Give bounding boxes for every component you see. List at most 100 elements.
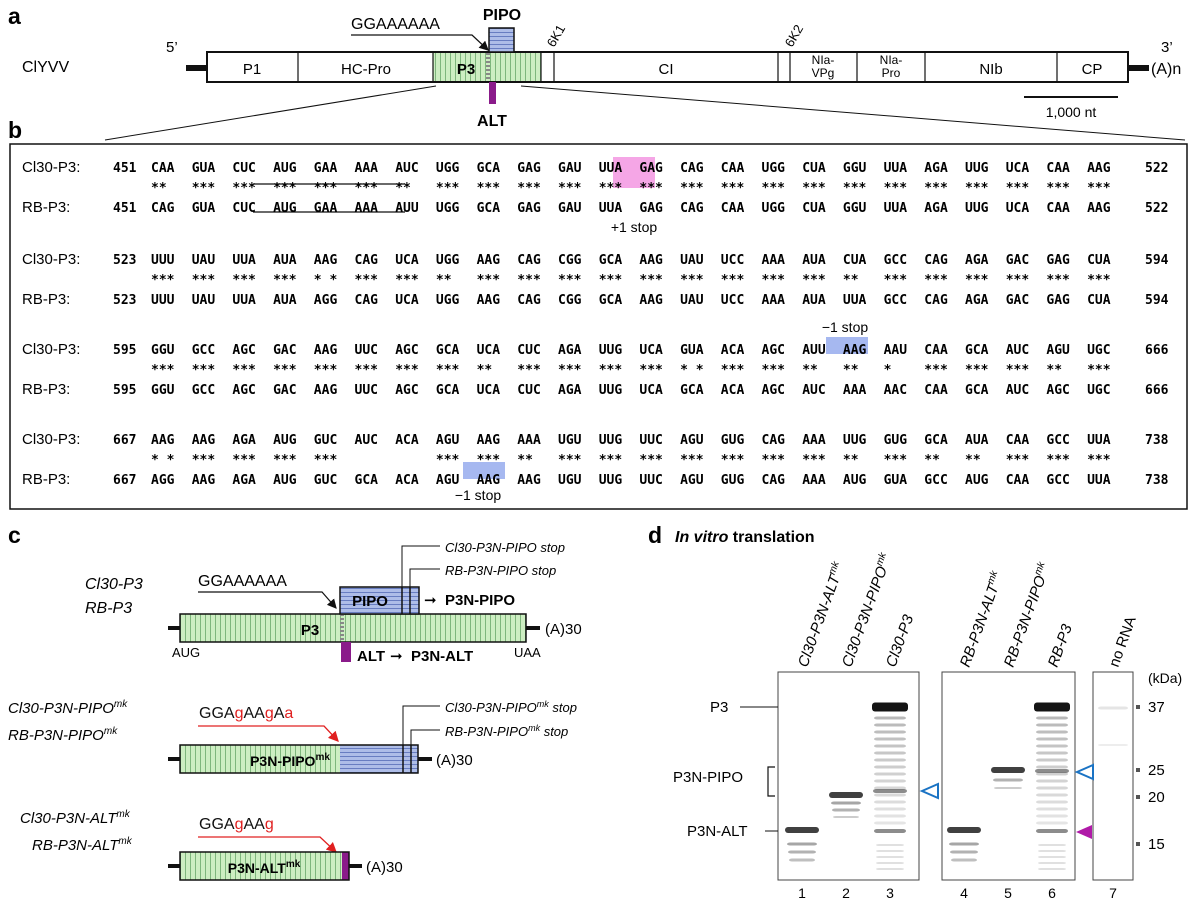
gel-band bbox=[1038, 856, 1066, 858]
codon-top: UCA bbox=[477, 343, 501, 358]
codon-bottom: AAG bbox=[1087, 201, 1111, 216]
conservation-mark: *** bbox=[558, 363, 582, 378]
gel-band bbox=[1036, 744, 1068, 748]
codon-bottom: GCA bbox=[680, 383, 704, 398]
gel-band bbox=[1036, 779, 1068, 783]
three-prime-label: 3’ bbox=[1161, 39, 1173, 56]
p3-frame-label: P3 bbox=[301, 622, 319, 639]
conservation-mark: * * bbox=[680, 363, 704, 378]
slip-arrow bbox=[351, 34, 489, 51]
codon-top: AGC bbox=[762, 343, 785, 358]
conservation-mark: *** bbox=[232, 453, 256, 468]
conservation-mark: *** bbox=[639, 181, 663, 196]
conservation-mark: *** bbox=[599, 181, 623, 196]
codon-bottom: AGC bbox=[395, 383, 418, 398]
seq-start-top: 595 bbox=[113, 343, 136, 358]
codon-top: AUA bbox=[273, 253, 297, 268]
conservation-mark: *** bbox=[1087, 273, 1111, 288]
seq-name-top: Cl30-P3: bbox=[22, 341, 80, 358]
gel-band bbox=[1038, 868, 1066, 870]
codon-top: UUG bbox=[599, 433, 623, 448]
codon-top: UUA bbox=[599, 161, 623, 176]
panel-d-title: In vitro translation bbox=[675, 529, 815, 546]
codon-top: UUC bbox=[639, 433, 662, 448]
rb-pipo-stop: RB-P3N-PIPO stop bbox=[445, 563, 556, 578]
wt-name-cl30: Cl30-P3 bbox=[85, 576, 143, 593]
conservation-mark: *** bbox=[192, 453, 216, 468]
lane-label: Cl30-P3 bbox=[883, 612, 918, 669]
gel-band bbox=[1036, 821, 1068, 825]
marker-tick bbox=[1136, 795, 1140, 799]
conservation-mark: *** bbox=[1087, 453, 1111, 468]
conservation-mark: *** bbox=[599, 453, 623, 468]
codon-top: CUA bbox=[1087, 253, 1111, 268]
poly-a-tail: (A)n bbox=[1151, 61, 1181, 78]
conservation-mark: ** bbox=[477, 363, 493, 378]
mk-alt-arrow bbox=[198, 836, 337, 853]
codon-bottom: AGA bbox=[232, 473, 256, 488]
codon-bottom: UUA bbox=[884, 201, 908, 216]
slip-site-seq-c: GGAAAAAA bbox=[198, 573, 287, 590]
conservation-mark: *** bbox=[924, 363, 948, 378]
marker-label: 25 bbox=[1148, 762, 1165, 779]
gel-band bbox=[1034, 702, 1070, 712]
panel-letter-b: b bbox=[8, 117, 22, 143]
codon-bottom: UUA bbox=[843, 293, 867, 308]
codon-bottom: AUG bbox=[273, 201, 297, 216]
conservation-mark: *** bbox=[680, 453, 704, 468]
codon-bottom: AUU bbox=[395, 201, 419, 216]
codon-top: UUA bbox=[232, 253, 256, 268]
pipo-arrowhead-lane3 bbox=[919, 782, 939, 800]
codon-top: CUA bbox=[843, 253, 867, 268]
conservation-mark: ** bbox=[843, 273, 859, 288]
codon-bottom: UCA bbox=[395, 293, 419, 308]
zoom-line-right bbox=[520, 85, 1186, 141]
conservation-mark: *** bbox=[762, 363, 786, 378]
minus1-stop-label-bottom: −1 stop bbox=[455, 487, 502, 503]
codon-top: AUC bbox=[1006, 343, 1029, 358]
codon-bottom: AAG bbox=[477, 293, 501, 308]
codon-top: UGU bbox=[558, 433, 582, 448]
codon-top: GCC bbox=[1046, 433, 1069, 448]
codon-bottom: AGC bbox=[1046, 383, 1069, 398]
codon-top: GUG bbox=[884, 433, 908, 448]
mk-pipo-arrow bbox=[198, 725, 339, 742]
pipo-frame-label: PIPO bbox=[352, 593, 388, 610]
codon-bottom: GCA bbox=[436, 383, 460, 398]
codon-top: AAA bbox=[517, 433, 541, 448]
codon-top: UUC bbox=[355, 343, 378, 358]
panel-d: d In vitro translation Cl30-P3N-ALTmk1Cl… bbox=[648, 522, 1182, 901]
gel-band bbox=[1035, 769, 1069, 773]
conservation-mark: *** bbox=[599, 363, 623, 378]
codon-top: AUU bbox=[802, 343, 826, 358]
codon-top: GUA bbox=[192, 161, 216, 176]
seq-end-top: 522 bbox=[1145, 161, 1168, 176]
gel-band bbox=[1038, 844, 1066, 846]
conservation-mark: *** bbox=[1006, 181, 1030, 196]
conservation-mark: *** bbox=[517, 181, 541, 196]
codon-top: AGC bbox=[232, 343, 255, 358]
slip-site-seq: GGAAAAAA bbox=[351, 16, 440, 33]
codon-bottom: UUG bbox=[965, 201, 989, 216]
codon-bottom: CAA bbox=[924, 383, 948, 398]
scale-label: 1,000 nt bbox=[1046, 104, 1097, 120]
seq-end-bottom: 594 bbox=[1145, 293, 1169, 308]
codon-bottom: UCA bbox=[639, 383, 663, 398]
seq-name-top: Cl30-P3: bbox=[22, 159, 80, 176]
codon-top: AGU bbox=[436, 433, 460, 448]
conservation-mark: *** bbox=[355, 273, 379, 288]
five-prime-label: 5’ bbox=[166, 39, 178, 56]
gel-panel-3 bbox=[1092, 671, 1134, 881]
conservation-mark: *** bbox=[639, 453, 663, 468]
gel-band bbox=[951, 858, 977, 862]
lane-number: 3 bbox=[886, 885, 894, 901]
codon-bottom: UUA bbox=[1087, 473, 1111, 488]
codon-bottom: GCA bbox=[599, 293, 623, 308]
codon-top: AUG bbox=[273, 433, 297, 448]
gel-band bbox=[1036, 814, 1068, 818]
gel-band bbox=[947, 827, 981, 833]
conservation-mark: *** bbox=[1046, 273, 1070, 288]
gel-band bbox=[1036, 829, 1068, 833]
seq-end-bottom: 666 bbox=[1145, 383, 1169, 398]
